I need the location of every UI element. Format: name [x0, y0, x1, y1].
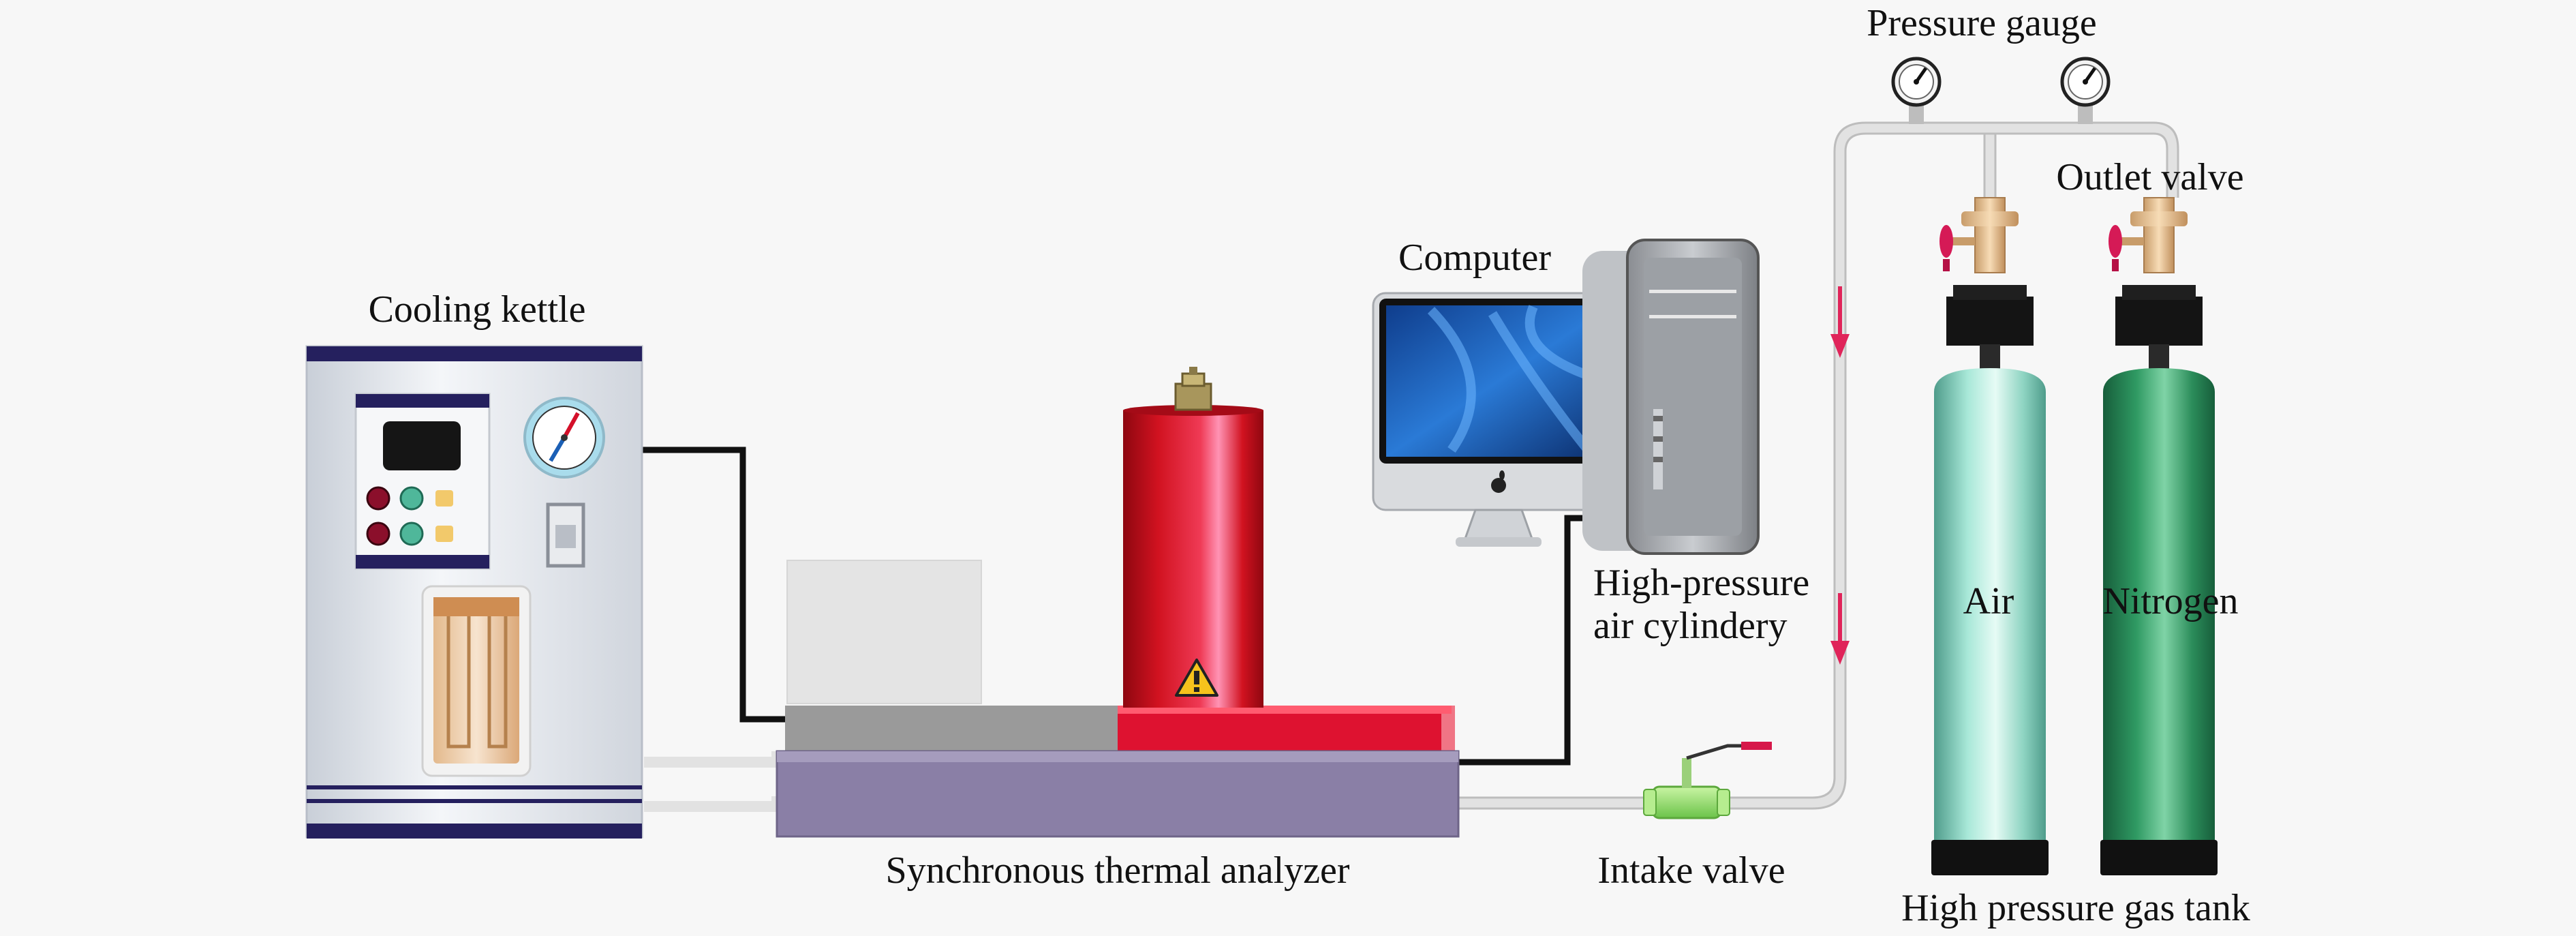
outlet-valve-handle — [1948, 237, 1975, 245]
analyzer-base — [776, 750, 1460, 838]
cooling-coil-container — [421, 585, 532, 777]
red-button — [366, 522, 390, 546]
control-panel — [354, 393, 491, 570]
synchronous-thermal-analyzer — [776, 367, 1460, 838]
nitrogen-label: Nitrogen — [2102, 580, 2238, 622]
flow-direction-arrows — [1830, 286, 1850, 665]
outlet-valve-knob — [2109, 225, 2122, 258]
green-button — [399, 522, 424, 546]
high-pressure-air-cylinder-label-line2: air cylindery — [1593, 605, 1788, 647]
computer-tower — [1582, 239, 1760, 555]
nitrogen-gas-tank — [2100, 197, 2218, 875]
cooling-kettle — [305, 345, 643, 839]
air-gas-tank — [1931, 197, 2049, 875]
labels: Cooling kettle Synchronous thermal analy… — [369, 2, 2250, 929]
outlet-valve-label: Outlet valve — [2056, 156, 2243, 198]
pressure-gauge-label: Pressure gauge — [1867, 2, 2096, 44]
high-pressure-gas-tank-label: High pressure gas tank — [1901, 887, 2250, 929]
apple-logo-icon — [1491, 470, 1506, 493]
red-button — [366, 486, 390, 511]
pressure-gauge-icon — [1891, 57, 1942, 124]
synchronous-thermal-analyzer-label: Synchronous thermal analyzer — [885, 849, 1349, 892]
warning-triangle-icon — [1175, 659, 1218, 697]
kettle-dial-gauge-icon — [523, 397, 605, 479]
green-button — [399, 486, 424, 511]
outlet-valve-handle — [2117, 237, 2144, 245]
monitor — [1372, 292, 1625, 547]
furnace — [1123, 410, 1263, 708]
outlet-valve-knob — [1939, 225, 1953, 258]
yellow-button — [435, 490, 453, 507]
yellow-button — [435, 526, 453, 542]
signal-cables — [642, 447, 1582, 766]
display-screen — [383, 421, 461, 470]
intake-valve-label: Intake valve — [1597, 849, 1785, 892]
gas-pipes-outline — [1458, 121, 2179, 810]
furnace-cap — [1174, 367, 1212, 411]
computer — [1372, 239, 1760, 555]
high-pressure-air-cylinder-label-line1: High-pressure — [1593, 562, 1809, 604]
computer-label: Computer — [1398, 237, 1551, 279]
cooling-kettle-label: Cooling kettle — [369, 288, 586, 331]
intake-valve — [1643, 742, 1772, 819]
pressure-gauge-icon — [2060, 57, 2111, 124]
air-label: Air — [1963, 580, 2014, 622]
